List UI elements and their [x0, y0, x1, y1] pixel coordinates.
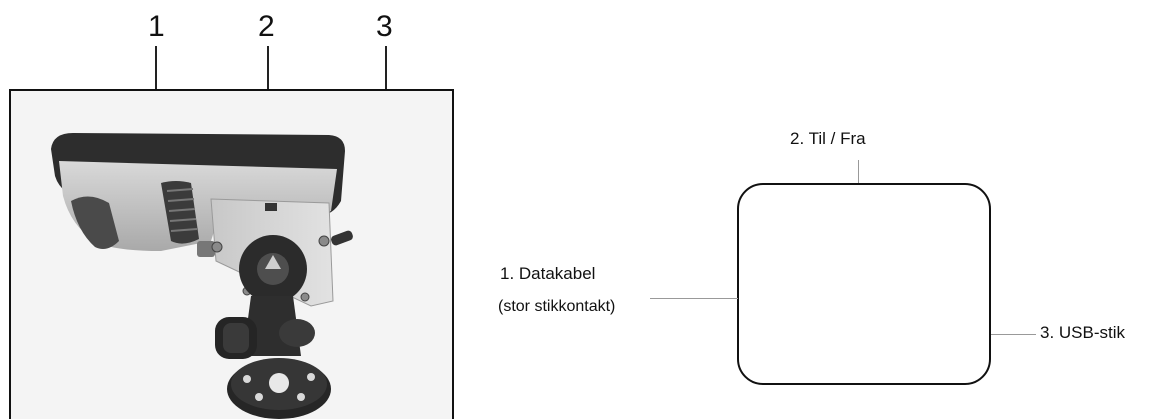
callout-number-2: 2 — [258, 10, 275, 43]
leader-data-cable — [650, 298, 738, 299]
terminal-device-illustration — [51, 133, 353, 419]
label-data-cable-sub: (stor stikkontakt) — [498, 298, 616, 315]
device-photo — [9, 89, 454, 419]
leader-usb — [991, 334, 1036, 335]
callout-leader-2 — [267, 46, 269, 91]
label-usb: 3. USB-stik — [1040, 323, 1126, 342]
device-outline-box — [737, 183, 991, 385]
label-data-cable: 1. Datakabel — [500, 264, 596, 283]
grip-ridges — [161, 181, 199, 244]
label-on-off: 2. Til / Fra — [790, 129, 866, 148]
leader-on-off — [858, 160, 859, 184]
callout-leader-3 — [385, 46, 387, 91]
callout-number-3: 3 — [376, 10, 393, 43]
callout-number-1: 1 — [148, 10, 165, 43]
callout-leader-1 — [155, 46, 157, 91]
